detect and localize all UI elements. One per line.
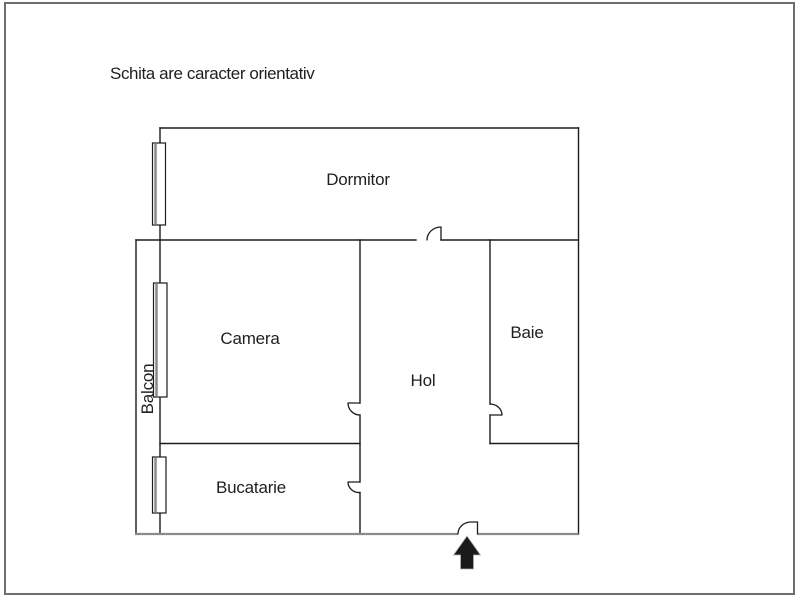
window-symbol bbox=[151, 142, 167, 226]
door-arc-camera bbox=[347, 402, 361, 416]
room-label-dormitor: Dormitor bbox=[326, 170, 390, 189]
window-symbol bbox=[152, 282, 168, 398]
room-label-hol: Hol bbox=[410, 371, 436, 390]
door-symbols bbox=[347, 226, 503, 535]
entrance-arrow-icon bbox=[452, 535, 482, 570]
room-label-bucatarie: Bucatarie bbox=[215, 478, 287, 497]
door-arc-entrance bbox=[457, 521, 479, 535]
room-label-camera: Camera bbox=[220, 329, 280, 348]
room-label-balcon: Balcon bbox=[138, 363, 157, 415]
door-arc-bucatarie bbox=[347, 481, 361, 494]
window-symbols bbox=[151, 142, 168, 514]
window-symbol bbox=[151, 456, 167, 514]
sketch-disclaimer-title: Schita are caracter orientativ bbox=[110, 64, 315, 83]
door-arc-dormitor bbox=[426, 226, 442, 241]
door-arc-baie bbox=[489, 403, 503, 416]
room-label-baie: Baie bbox=[510, 323, 544, 342]
